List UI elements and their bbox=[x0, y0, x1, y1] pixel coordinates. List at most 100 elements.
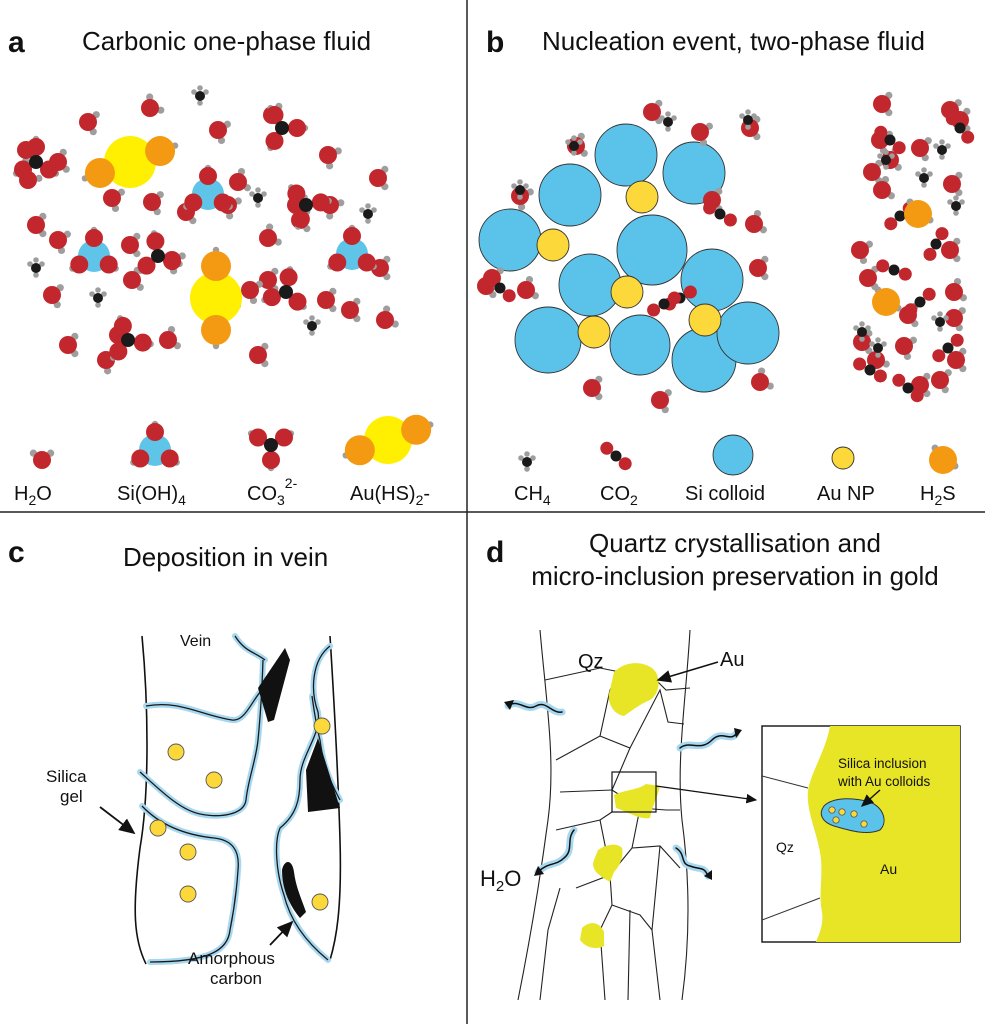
panel-a-letter: a bbox=[8, 26, 25, 59]
au-label: Au bbox=[720, 649, 744, 671]
water-molecule bbox=[947, 347, 967, 373]
water-molecule bbox=[376, 305, 399, 329]
panel-a: a Carbonic one-phase fluid H2O Si(OH)4 C… bbox=[8, 26, 434, 508]
methane-molecule bbox=[191, 85, 209, 106]
water-molecule bbox=[341, 297, 361, 323]
water-molecule bbox=[643, 99, 663, 125]
water-molecule bbox=[943, 171, 963, 197]
water-molecule bbox=[859, 265, 879, 291]
gold-grain-1 bbox=[608, 663, 659, 716]
water-molecule bbox=[895, 336, 917, 361]
qz-label: Qz bbox=[578, 651, 604, 673]
gold-bisulfide-complex bbox=[190, 246, 242, 350]
co2-molecule bbox=[876, 259, 912, 281]
silica-colloid bbox=[716, 301, 780, 365]
panel-b-letter: b bbox=[486, 26, 504, 59]
silicic-acid-molecule bbox=[130, 420, 180, 468]
water-molecule bbox=[751, 367, 774, 391]
panel-a-legend: H2O Si(OH)4 CO32- Au(HS)2- bbox=[14, 414, 434, 508]
gold-grain-3 bbox=[593, 844, 623, 882]
water-molecule bbox=[749, 255, 769, 281]
inset-inclusion-arrow bbox=[860, 789, 881, 807]
silica-colloid bbox=[594, 123, 658, 187]
water-molecule bbox=[141, 93, 165, 117]
silica-colloid bbox=[680, 248, 744, 312]
carbonate-molecule bbox=[261, 266, 307, 311]
hydrogen-sulfide-molecule bbox=[872, 286, 902, 316]
gold-nanoparticle bbox=[688, 303, 722, 337]
water-molecule bbox=[79, 111, 100, 136]
gold-particle bbox=[167, 743, 185, 761]
co2-molecule bbox=[923, 227, 949, 261]
panel-b-legend-icons bbox=[518, 434, 959, 476]
water-molecule bbox=[691, 122, 713, 147]
methane-molecule bbox=[915, 167, 933, 188]
hydrogen-sulfide-molecule bbox=[929, 444, 959, 474]
water-molecule bbox=[853, 329, 873, 355]
panel-d: d Quartz crystallisation and micro-inclu… bbox=[480, 528, 961, 1001]
gold-particle bbox=[179, 885, 197, 903]
co2-molecule bbox=[484, 273, 516, 303]
au-arrow bbox=[656, 661, 719, 683]
co2-molecule bbox=[892, 373, 924, 403]
panel-b-colloid-cluster bbox=[478, 123, 780, 393]
water-molecule bbox=[319, 146, 342, 170]
methane-molecule bbox=[869, 337, 887, 358]
water-molecule bbox=[945, 277, 967, 302]
methane-molecule bbox=[947, 195, 965, 216]
amorphous-carbon-3 bbox=[282, 862, 306, 918]
inclusion-au-colloid bbox=[832, 816, 840, 824]
inset-gold bbox=[807, 726, 960, 942]
silica-colloid bbox=[609, 314, 671, 376]
amorphous-carbon-arrow bbox=[269, 920, 294, 946]
gold-grain-4 bbox=[580, 923, 604, 948]
methane-molecule bbox=[739, 109, 757, 130]
legend-co2: CO2 bbox=[600, 483, 638, 508]
water-molecule bbox=[745, 209, 767, 234]
silica-colloid bbox=[616, 214, 688, 286]
inset-boundary-2 bbox=[761, 897, 821, 921]
water-molecule bbox=[29, 449, 55, 469]
panel-c: c Deposition in vein Ve bbox=[8, 536, 343, 988]
water-molecule bbox=[941, 237, 961, 263]
gold-particle bbox=[205, 771, 223, 789]
co2-molecule bbox=[932, 333, 964, 363]
silica-gel-label-1: Silica bbox=[46, 767, 87, 786]
co2-molecule bbox=[703, 201, 737, 227]
gold-nanoparticle bbox=[610, 275, 644, 309]
water-molecule bbox=[143, 191, 164, 216]
water-molecule bbox=[931, 369, 952, 394]
silicic-acid-molecule bbox=[327, 224, 377, 272]
methane-molecule bbox=[518, 451, 536, 472]
methane-molecule bbox=[303, 315, 321, 336]
gold-particle bbox=[179, 843, 197, 861]
inclusion-au-colloid bbox=[838, 808, 846, 816]
silica-colloid bbox=[538, 163, 602, 227]
panel-b-title: Nucleation event, two-phase fluid bbox=[542, 26, 925, 56]
water-molecule bbox=[103, 188, 125, 213]
gold-nanoparticle bbox=[831, 446, 855, 470]
water-molecule bbox=[517, 275, 539, 300]
co2-molecule bbox=[600, 441, 632, 471]
water-molecule bbox=[911, 137, 932, 162]
silica-colloid bbox=[712, 434, 754, 476]
panel-d-title-line1: Quartz crystallisation and bbox=[589, 528, 881, 558]
legend-sioh4: Si(OH)4 bbox=[117, 483, 186, 508]
inclusion-au-colloid bbox=[860, 820, 868, 828]
methane-molecule bbox=[877, 149, 895, 170]
inset-au-label: Au bbox=[880, 861, 897, 877]
silica-gel-arrow bbox=[99, 806, 136, 835]
quartz-grain-boundaries bbox=[517, 629, 691, 1001]
legend-h2o: H2O bbox=[14, 483, 52, 508]
panel-a-molecules bbox=[12, 85, 399, 375]
amorphous-carbon-2 bbox=[306, 738, 340, 812]
vein-right-wall bbox=[329, 635, 342, 961]
methane-molecule bbox=[89, 287, 107, 308]
panel-b-molecules bbox=[477, 91, 975, 414]
water-molecule bbox=[851, 240, 873, 265]
panel-c-title: Deposition in vein bbox=[123, 542, 328, 572]
co2-molecule bbox=[853, 357, 887, 383]
inclusion-au-colloid bbox=[850, 810, 858, 818]
vein-gold-particles bbox=[149, 717, 331, 911]
carbonate-molecule bbox=[265, 104, 309, 152]
